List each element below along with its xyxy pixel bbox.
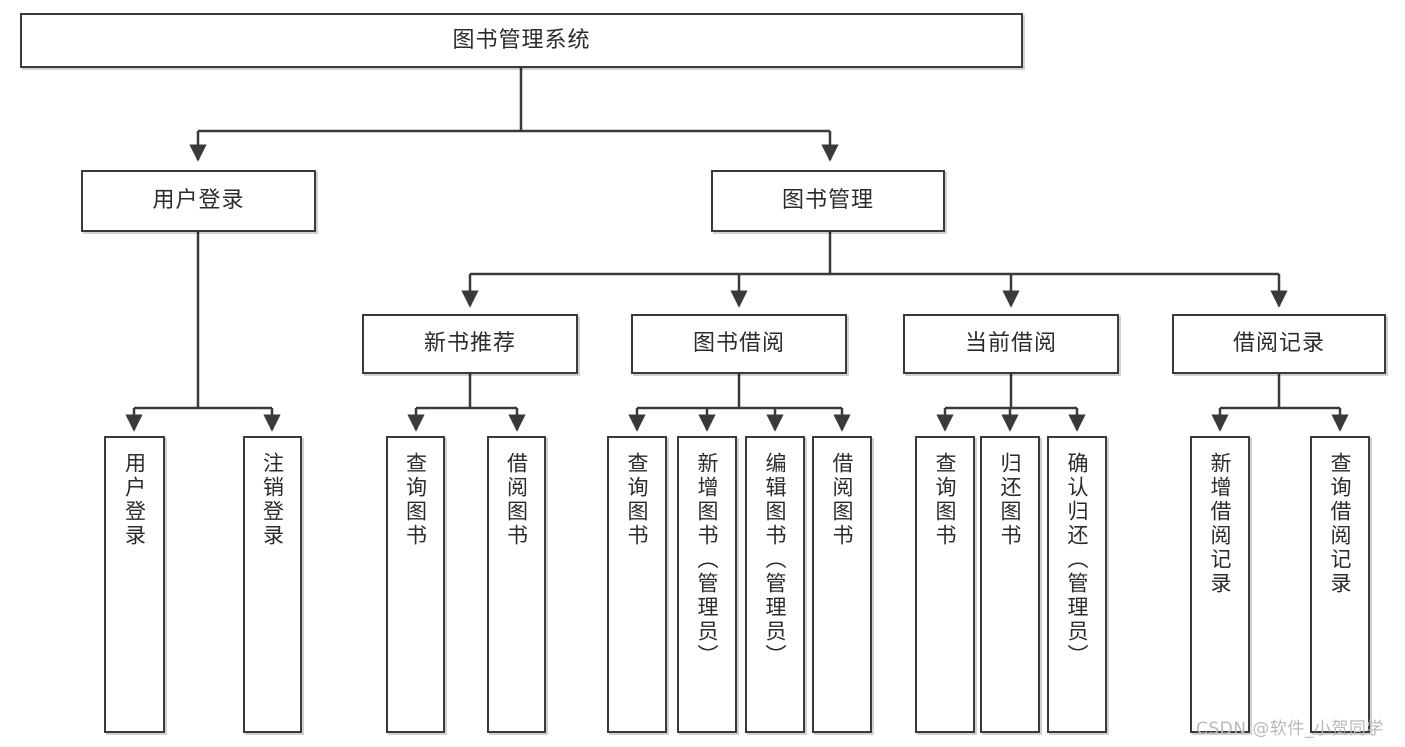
node-root[interactable]: 图书管理系统 (20, 13, 1023, 68)
node-leaf-10-label: 确认归还（管理员） (1065, 452, 1090, 668)
node-leaf-8-label: 查询图书 (933, 452, 958, 548)
node-leaf-9-label: 归还图书 (998, 452, 1023, 548)
node-leaf-1[interactable]: 注销登录 (243, 436, 302, 733)
node-level3-1-label: 图书借阅 (692, 331, 785, 357)
node-level3-1[interactable]: 图书借阅 (631, 314, 847, 374)
node-level2-0-label: 用户登录 (152, 188, 245, 214)
node-leaf-12-label: 查询借阅记录 (1328, 452, 1353, 596)
node-leaf-4-label: 查询图书 (625, 452, 650, 548)
node-leaf-4[interactable]: 查询图书 (607, 436, 667, 733)
node-root-label: 图书管理系统 (452, 27, 591, 53)
node-leaf-11-label: 新增借阅记录 (1208, 452, 1233, 596)
node-level3-0-label: 新书推荐 (423, 331, 516, 357)
node-leaf-1-label: 注销登录 (260, 452, 285, 548)
node-leaf-3[interactable]: 借阅图书 (487, 436, 546, 733)
node-leaf-10[interactable]: 确认归还（管理员） (1047, 436, 1107, 733)
node-leaf-6[interactable]: 编辑图书（管理员） (745, 436, 805, 733)
node-leaf-0-label: 用户登录 (122, 452, 147, 548)
node-leaf-0[interactable]: 用户登录 (104, 436, 165, 733)
node-leaf-6-label: 编辑图书（管理员） (763, 452, 788, 668)
node-leaf-9[interactable]: 归还图书 (980, 436, 1040, 733)
node-leaf-5[interactable]: 新增图书（管理员） (677, 436, 737, 733)
node-level3-2[interactable]: 当前借阅 (903, 314, 1119, 374)
node-level3-0[interactable]: 新书推荐 (362, 314, 578, 374)
node-leaf-5-label: 新增图书（管理员） (695, 452, 720, 668)
node-level3-3[interactable]: 借阅记录 (1172, 314, 1386, 374)
node-leaf-3-label: 借阅图书 (504, 452, 529, 548)
node-leaf-2[interactable]: 查询图书 (386, 436, 445, 733)
node-leaf-7-label: 借阅图书 (830, 452, 855, 548)
node-level3-3-label: 借阅记录 (1232, 331, 1325, 357)
node-level2-0[interactable]: 用户登录 (81, 170, 316, 232)
node-level2-1[interactable]: 图书管理 (711, 170, 945, 232)
csdn-watermark: CSDN @软件_小贺同学 (1196, 719, 1384, 739)
node-leaf-8[interactable]: 查询图书 (915, 436, 975, 733)
node-leaf-7[interactable]: 借阅图书 (812, 436, 872, 733)
node-leaf-2-label: 查询图书 (403, 452, 428, 548)
node-leaf-11[interactable]: 新增借阅记录 (1190, 436, 1250, 733)
node-level3-2-label: 当前借阅 (964, 331, 1057, 357)
node-leaf-12[interactable]: 查询借阅记录 (1310, 436, 1370, 733)
node-level2-1-label: 图书管理 (781, 188, 874, 214)
